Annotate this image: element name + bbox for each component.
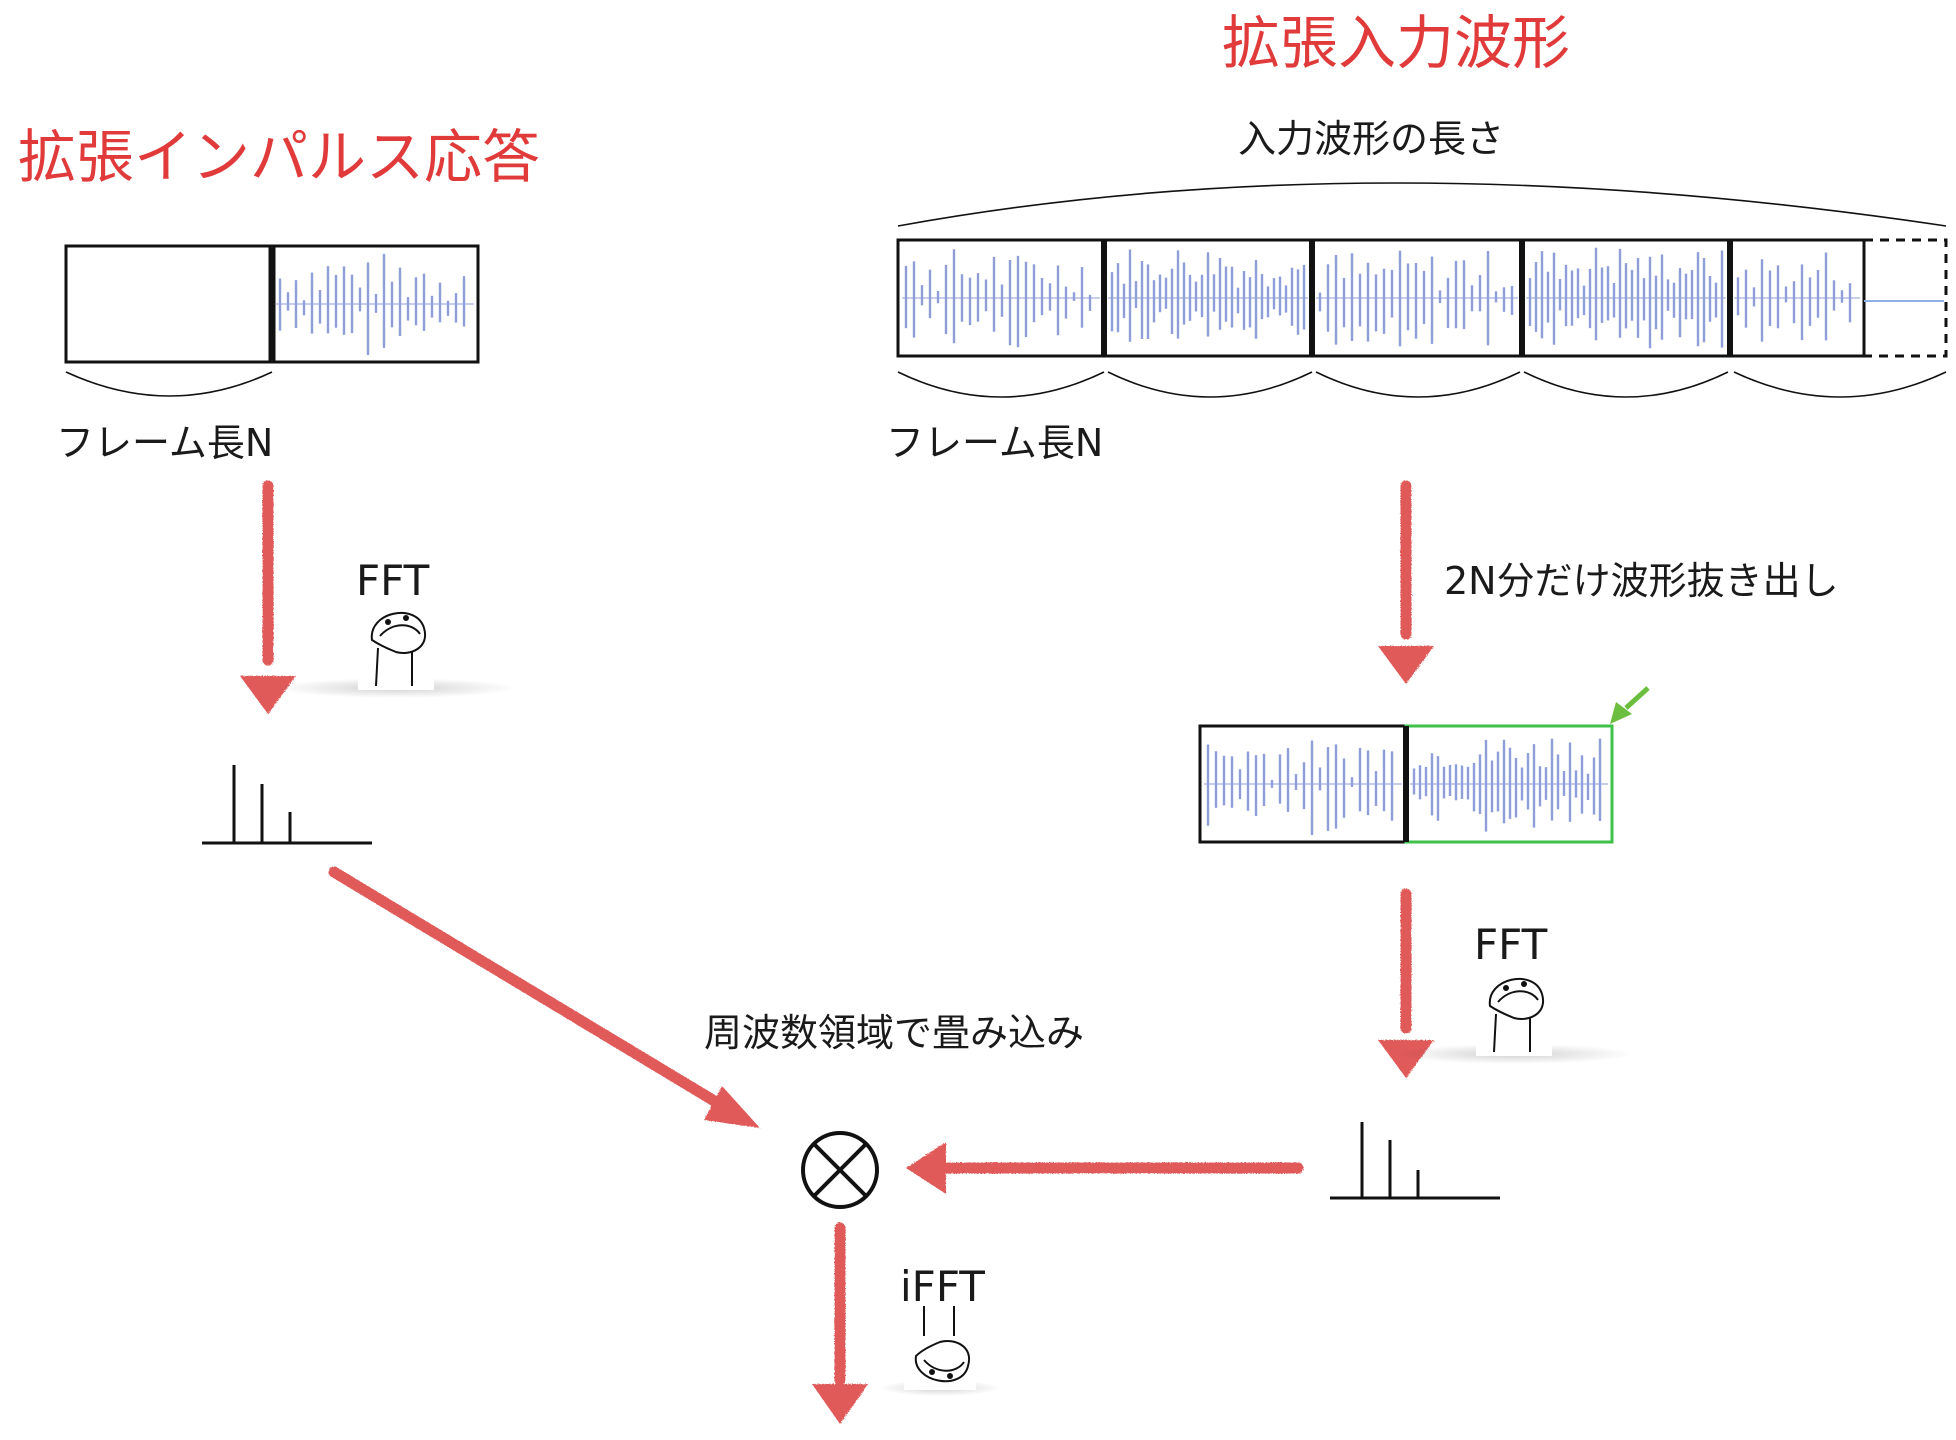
input-waveform [902, 247, 1860, 349]
input-frames-block [896, 238, 1948, 358]
ifft-character-icon [880, 1302, 1000, 1396]
impulse-waveform [276, 253, 474, 355]
arrow-multiply-ifft [812, 1222, 868, 1424]
impulse-title: 拡張インパルス応答 [18, 123, 541, 191]
highlight-pointer-icon [1610, 686, 1650, 724]
input-fft-character-icon [1394, 966, 1634, 1064]
input-length-brace [897, 182, 1947, 227]
impulse-frame-label: フレーム長N [56, 421, 274, 465]
impulse-frame-brace [65, 371, 273, 397]
extracted-2n-block [1198, 724, 1614, 844]
input-length-label: 入力波形の長さ [1238, 117, 1505, 161]
convolution-label: 周波数領域で畳み込み [704, 1011, 1085, 1055]
input-frame-label: フレーム長N [886, 421, 1104, 465]
extracted-waveform [1204, 738, 1608, 835]
ifft-label: iFFT [900, 1262, 985, 1311]
impulse-frame-block [64, 244, 480, 364]
input-title: 拡張入力波形 [1222, 9, 1571, 77]
multiply-circle-icon [801, 1131, 879, 1209]
input-spectrum-icon [1330, 1122, 1500, 1200]
impulse-fft-character-icon [276, 600, 516, 698]
arrow-input-to-multiply [906, 1142, 1304, 1194]
extract-label: 2N分だけ波形抜き出し [1444, 559, 1839, 603]
impulse-spectrum-icon [202, 765, 372, 845]
arrow-input-extract [1378, 480, 1434, 684]
input-fft-label: FFT [1474, 920, 1548, 969]
arrow-impulse-to-multiply [328, 866, 760, 1128]
impulse-fft-label: FFT [356, 556, 430, 605]
input-frame-braces [897, 371, 1947, 398]
arrow-impulse-fft [240, 480, 296, 714]
